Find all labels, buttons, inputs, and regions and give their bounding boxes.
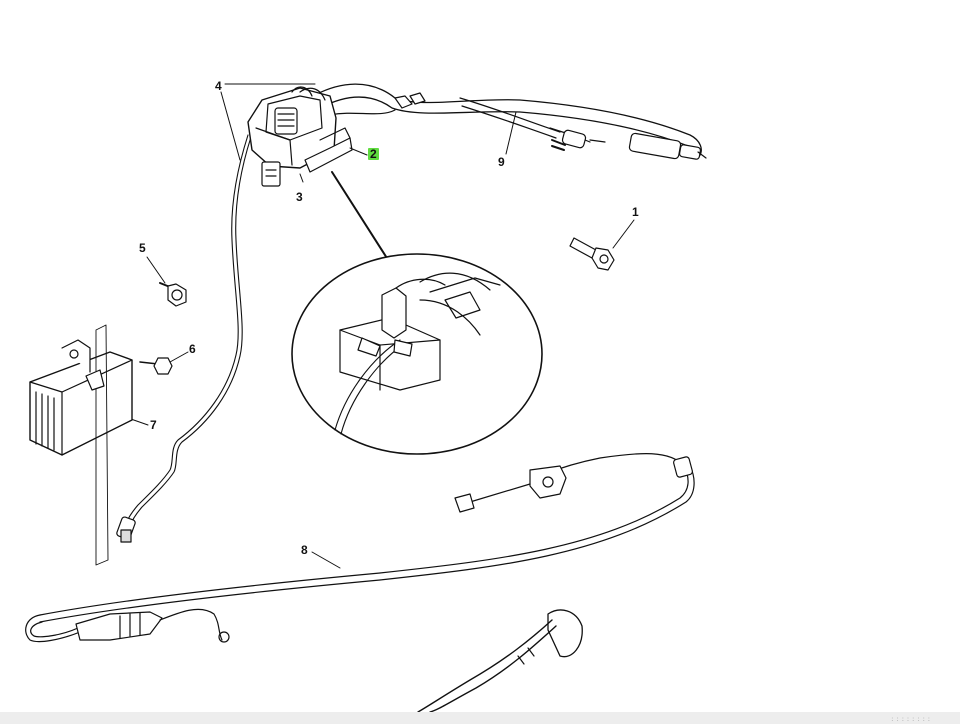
callout-8[interactable]: 8: [301, 543, 308, 557]
part-5-fastener[interactable]: [159, 282, 187, 307]
leader-lines: [127, 83, 635, 569]
callout-5[interactable]: 5: [139, 241, 146, 255]
part-9-harness[interactable]: [314, 83, 707, 160]
callout-4[interactable]: 4: [215, 79, 222, 93]
callout-2-highlighted[interactable]: 2: [368, 147, 379, 161]
part-1-bolt[interactable]: [569, 237, 615, 271]
callout-6[interactable]: 6: [189, 342, 196, 356]
part-8-cable[interactable]: [25, 453, 695, 643]
callout-1[interactable]: 1: [632, 205, 639, 219]
callout-7[interactable]: 7: [150, 418, 157, 432]
callout-3[interactable]: 3: [296, 190, 303, 204]
part-3-module[interactable]: [247, 86, 353, 187]
part-4-cable[interactable]: [116, 134, 252, 543]
detail-view: [291, 253, 543, 455]
resize-grip-dots[interactable]: ::::::::: [890, 715, 932, 723]
part-7-control-box[interactable]: [29, 324, 133, 566]
bottom-scroll-bar[interactable]: ::::::::: [0, 712, 960, 724]
antenna[interactable]: [417, 609, 583, 712]
callout-9[interactable]: 9: [498, 155, 505, 169]
part-6-nut[interactable]: [139, 357, 173, 375]
